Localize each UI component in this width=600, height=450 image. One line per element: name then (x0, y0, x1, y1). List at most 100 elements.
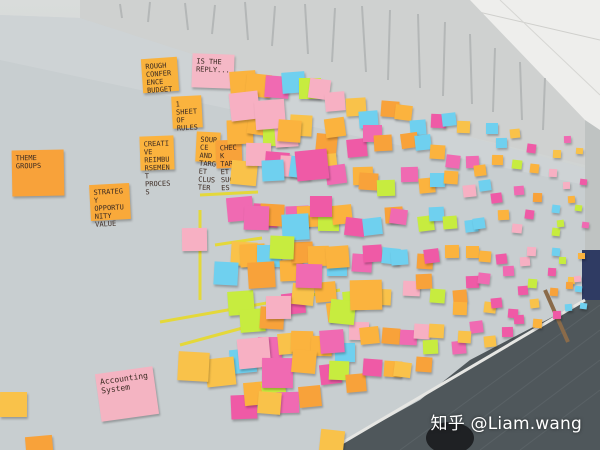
sticky-note (558, 256, 567, 264)
sticky-note (323, 90, 346, 112)
sticky-note (549, 287, 559, 297)
sticky-note (429, 144, 446, 160)
sticky-note (581, 221, 589, 229)
sticky-note (295, 263, 323, 289)
sticky-note (325, 245, 351, 270)
sticky-note (349, 279, 382, 311)
note-is-the: IS THE REPLY... (191, 53, 235, 89)
sticky-note (532, 318, 543, 328)
sticky-note (261, 357, 294, 388)
sticky-note (453, 301, 468, 316)
sticky-note (377, 180, 396, 197)
sticky-note (527, 278, 538, 288)
sticky-note (247, 261, 277, 289)
sticky-note (548, 168, 558, 177)
blue-bin (582, 250, 600, 305)
note-text: SOURCE AND TARGET CLUSTER (197, 135, 218, 193)
sticky-note (440, 112, 457, 128)
sticky-note (495, 138, 508, 149)
sticky-note (511, 159, 524, 170)
sticky-note (362, 243, 382, 263)
sticky-note (466, 246, 480, 258)
sticky-note (502, 265, 515, 277)
sticky-note (483, 335, 497, 348)
sticky-note (473, 164, 487, 177)
sticky-note (291, 348, 318, 375)
sticky-note (477, 178, 492, 192)
sticky-note (551, 247, 561, 257)
carpet (330, 300, 600, 450)
sticky-note (361, 216, 383, 236)
sticky-note (562, 182, 571, 190)
sticky-note (551, 204, 561, 214)
sticky-note (513, 314, 525, 325)
sticky-note (390, 249, 409, 266)
note-one-sheet: 1 SHEET OF RULES (171, 95, 203, 133)
sticky-note (462, 183, 477, 198)
sticky-note (181, 227, 207, 252)
sticky-note (324, 117, 347, 139)
note-text: THEME GROUPS (15, 154, 42, 171)
sticky-note (177, 351, 210, 383)
sticky-note (257, 391, 282, 415)
sticky-note (526, 247, 537, 257)
sticky-note (577, 252, 585, 259)
sticky-note (0, 391, 27, 418)
sticky-note (573, 275, 581, 283)
sticky-note (265, 295, 291, 320)
sticky-note (393, 103, 413, 122)
sticky-note (575, 147, 583, 154)
note-strategy: STRATEGY OPPORTUNITY VALUE (89, 182, 131, 229)
sticky-note (477, 272, 492, 285)
sticky-note (319, 329, 346, 354)
sticky-note (565, 281, 574, 289)
sticky-note (309, 195, 333, 218)
sticky-note (498, 209, 510, 221)
sticky-note (478, 250, 492, 263)
sticky-note (469, 319, 484, 334)
sticky-note (429, 287, 446, 303)
sticky-note (552, 150, 562, 159)
sticky-note (486, 123, 499, 135)
note-text: ROUGH CONFERENCE BUDGET (145, 61, 173, 95)
sticky-note (490, 192, 504, 205)
sticky-note (297, 385, 323, 408)
sticky-note (524, 209, 536, 220)
sticky-note (204, 356, 237, 388)
note-rough-conference: ROUGH CONFERENCE BUDGET (140, 56, 180, 95)
sticky-note (551, 227, 561, 237)
sticky-note (579, 179, 587, 186)
sticky-note (529, 298, 540, 309)
sticky-note (261, 159, 285, 182)
sticky-note (547, 268, 557, 277)
sticky-note (526, 143, 537, 154)
ceiling (440, 0, 600, 160)
sticky-note (567, 195, 576, 203)
sticky-note (556, 219, 565, 227)
note-text: STRATEGY OPPORTUNITY VALUE (93, 187, 125, 229)
sticky-note (24, 434, 55, 450)
sticky-note (429, 173, 445, 187)
sticky-note (423, 339, 439, 355)
note-creative: CREATIVE REIMBURSEMENT PROCESS (139, 135, 175, 196)
sticky-note (579, 302, 587, 310)
backpack (426, 422, 474, 450)
note-theme-groups: THEME GROUPS (11, 149, 65, 197)
sticky-note (490, 297, 503, 309)
sticky-note (294, 148, 329, 182)
sticky-note (511, 223, 524, 234)
sticky-note (401, 166, 419, 183)
sticky-note (428, 323, 444, 339)
sticky-note (414, 134, 432, 151)
sticky-note (445, 245, 460, 259)
sticky-note (423, 248, 441, 264)
note-accounting-system: Accounting System (94, 366, 160, 422)
sticky-note (443, 170, 459, 184)
sticky-note (358, 325, 380, 345)
sticky-note (243, 205, 270, 231)
sticky-note (563, 135, 572, 143)
sticky-note (574, 204, 582, 212)
sticky-note (362, 358, 383, 377)
sticky-note (358, 171, 379, 191)
